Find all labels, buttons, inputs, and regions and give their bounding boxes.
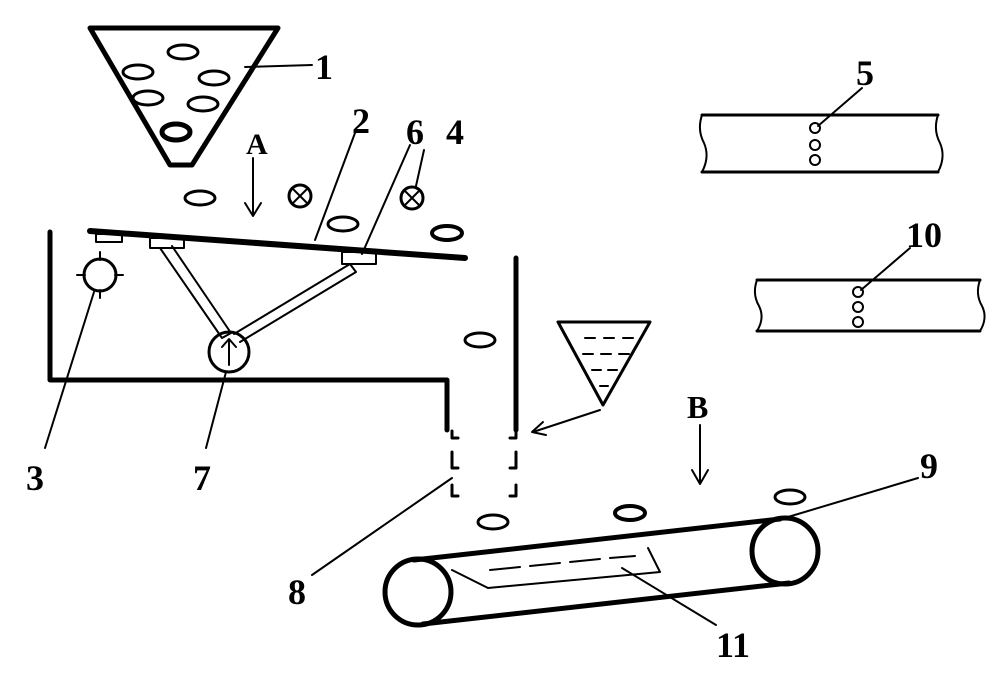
- lower-strip: [753, 278, 986, 333]
- leader-8: [311, 477, 453, 576]
- leader-11: [621, 567, 717, 626]
- leader-9: [777, 477, 919, 521]
- hopper: [87, 25, 281, 168]
- leader-6: [361, 144, 411, 255]
- liquid-funnel: [556, 320, 652, 407]
- bad-item-a: [287, 183, 313, 209]
- label-1: 1: [315, 47, 333, 87]
- liquid-tray: [451, 547, 661, 589]
- motor: [76, 251, 124, 299]
- label-b: B: [687, 389, 708, 425]
- leader-10: [860, 247, 911, 291]
- label-3: 3: [26, 458, 44, 498]
- bad-item-b: [399, 185, 425, 211]
- item-on-belt-a: [613, 504, 647, 522]
- machine-frame: [47, 229, 519, 433]
- label-10: 10: [906, 215, 942, 255]
- upper-strip: [698, 113, 944, 174]
- label-11: 11: [716, 625, 750, 665]
- view-arrow-a: [244, 157, 262, 217]
- linkage: [159, 245, 357, 343]
- item-drop: [476, 513, 510, 531]
- label-2: 2: [352, 101, 370, 141]
- vibrator: [207, 330, 251, 374]
- view-arrow-b: [691, 424, 709, 485]
- label-5: 5: [856, 53, 874, 93]
- conveyor: [382, 515, 821, 628]
- liquid-arrow: [531, 409, 601, 436]
- leader-5: [817, 87, 863, 127]
- label-8: 8: [288, 572, 306, 612]
- leader-4: [415, 149, 425, 187]
- leader-2: [314, 132, 356, 241]
- leader-1: [244, 64, 313, 68]
- item-on-belt-b: [773, 488, 807, 506]
- label-4: 4: [446, 112, 464, 152]
- label-7: 7: [193, 458, 211, 498]
- leader-7: [205, 371, 227, 449]
- label-a: A: [246, 128, 268, 161]
- leader-3: [44, 291, 95, 449]
- inclined-plate: [87, 228, 468, 265]
- falling-items: [183, 183, 497, 349]
- spray-nozzles: [450, 429, 518, 498]
- label-6: 6: [406, 112, 424, 152]
- label-9: 9: [920, 446, 938, 486]
